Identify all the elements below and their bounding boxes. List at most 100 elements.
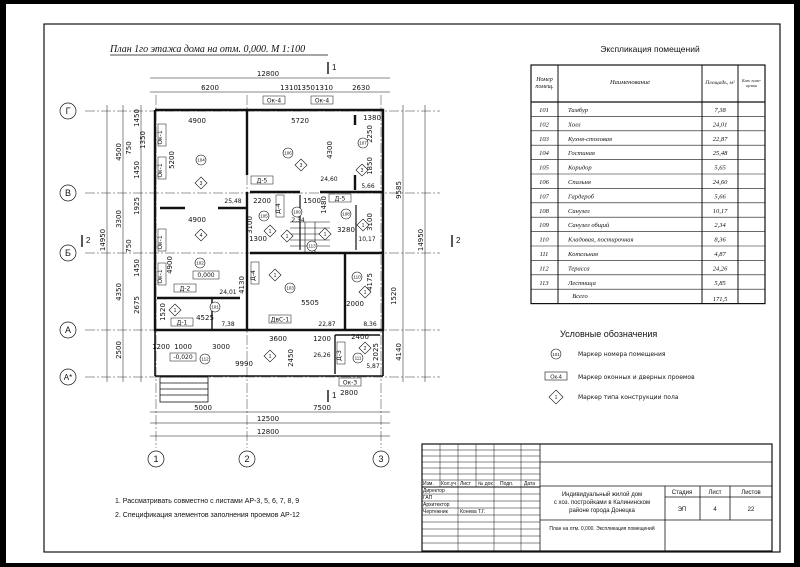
room-number: 102 xyxy=(196,261,204,266)
room-marker-icon xyxy=(258,210,270,222)
room-name-cell: Терасса xyxy=(568,265,590,272)
axis-label-b: Б xyxy=(65,248,71,258)
dimension-label: 4350 xyxy=(115,283,123,301)
axis-label-1: 1 xyxy=(153,454,158,464)
axis-label-g: Г xyxy=(66,106,71,116)
room-area-cell: 24,60 xyxy=(713,179,728,186)
opening-label: Ок-1 xyxy=(157,163,164,178)
room-number-cell: 108 xyxy=(539,208,550,215)
room-name-cell: Тамбур xyxy=(568,107,589,114)
opening-marker xyxy=(310,95,334,105)
dimension-label: 3000 xyxy=(212,343,230,351)
tb-project: районе города Донецка xyxy=(569,507,635,514)
opening-label: Д-3 xyxy=(336,350,343,361)
dimension-label: 2630 xyxy=(352,84,370,92)
tb-header: Кол.уч xyxy=(441,481,456,487)
terrace xyxy=(154,221,384,403)
dimension-label: 4900 xyxy=(188,216,206,224)
dimension-label: 1450 xyxy=(133,259,141,277)
tb-project: Индивидуальный жилой дом xyxy=(562,491,642,498)
tb-sheets-label: Листов xyxy=(741,490,761,496)
floor-type-marker-icon xyxy=(356,218,370,232)
dimension-label: 9990 xyxy=(235,360,253,368)
room-number-cell: 103 xyxy=(539,136,550,143)
room-number: 103 xyxy=(286,286,294,291)
opening-label: Ок-1 xyxy=(157,130,164,145)
dimension-label: 750 xyxy=(125,239,133,252)
floor-type-marker-icon xyxy=(194,176,208,190)
room-marker-icon xyxy=(199,353,211,365)
axis-bubble xyxy=(59,321,77,339)
opening-marker xyxy=(157,156,167,180)
tb-sheet-title: План на отм. 0,000. Экспликация помещени… xyxy=(549,525,655,532)
room-area-cell: 25,48 xyxy=(713,150,728,157)
room-number-cell: 109 xyxy=(539,222,550,229)
axis-label-2: 2 xyxy=(244,454,249,464)
dimension-label: 12500 xyxy=(257,415,279,423)
floor-type-number: 1 xyxy=(274,273,277,279)
tb-sheet: 4 xyxy=(713,507,717,513)
floor-type-number: 1 xyxy=(364,290,367,296)
area-label: 5,87 xyxy=(366,363,380,370)
opening-marker-icon xyxy=(544,371,568,381)
area-label: 24,60 xyxy=(320,176,337,183)
area-label: 5,66 xyxy=(361,183,375,190)
opening-marker xyxy=(170,317,194,327)
room-number: 110 xyxy=(353,275,361,280)
tb-drafter-name: Конева Т.Г. xyxy=(460,509,485,515)
area-label: 25,48 xyxy=(224,198,241,205)
dimension-label: 1350 xyxy=(297,84,315,92)
dimension-label: 2500 xyxy=(115,341,123,359)
table-header-category: Кат. поме- щения xyxy=(741,78,762,88)
opening-marker xyxy=(157,123,167,147)
note: 2. Спецификация элементов заполнения про… xyxy=(115,512,300,519)
room-name-cell: Лестница xyxy=(567,280,596,287)
dimension-label: 14950 xyxy=(99,229,107,251)
tb-project: с хоз. постройками в Калининском xyxy=(554,499,650,506)
legend-symbol: Ок-4 xyxy=(550,375,562,381)
floor-type-marker-icon xyxy=(280,229,294,243)
dimension-label: 3600 xyxy=(269,335,287,343)
room-number-cell: 107 xyxy=(539,193,550,200)
floor-type-number: 3 xyxy=(200,181,203,187)
dimension-label: 9585 xyxy=(395,181,403,199)
dimension-label: 1450 xyxy=(133,161,141,179)
axis-label-a-star: А* xyxy=(64,373,72,382)
room-name-cell: Холл xyxy=(567,121,581,128)
tb-header: № док xyxy=(478,481,493,487)
opening-label: Д-1 xyxy=(177,320,188,327)
room-name-cell: Кухня-столовая xyxy=(567,136,612,143)
tb-stage-label: Стадия xyxy=(672,490,692,496)
dimension-label: 1200 xyxy=(313,335,331,343)
tb-header: Подп. xyxy=(500,481,513,487)
tb-stage: ЭП xyxy=(678,507,687,513)
floor-type-marker-icon xyxy=(294,158,308,172)
tb-header: Изм. xyxy=(423,481,434,487)
area-label: 8,36 xyxy=(363,321,377,328)
axis-markers xyxy=(59,102,390,468)
dimension-label: 2800 xyxy=(340,389,358,397)
floor-type-marker-icon xyxy=(168,303,182,317)
dimension-label: 2000 xyxy=(346,300,364,308)
room-number: 105 xyxy=(260,214,268,219)
level-mark xyxy=(192,270,220,280)
room-number-cell: 104 xyxy=(539,150,550,157)
dimension-label: 1925 xyxy=(133,197,141,215)
room-area-cell: 24,01 xyxy=(713,121,728,128)
opening-marker xyxy=(173,283,197,293)
opening-marker xyxy=(250,261,260,285)
room-marker-icon xyxy=(291,206,303,218)
total-area: 171,5 xyxy=(713,296,728,303)
opening-label: Д-5 xyxy=(335,196,346,203)
opening-marker xyxy=(338,377,362,387)
dimension-label: 5000 xyxy=(194,404,212,412)
axis-bubble xyxy=(59,244,77,262)
room-name-cell: Кладовая, постирочная xyxy=(567,237,634,244)
room-name-cell: Гардероб xyxy=(567,193,595,200)
opening-label: Д-4 xyxy=(275,203,282,214)
dimension-label: 3280 xyxy=(337,226,355,234)
entrance-steps xyxy=(159,376,209,403)
dimension-label: 1000 xyxy=(174,343,192,351)
room-area-cell: 5,65 xyxy=(714,165,726,172)
